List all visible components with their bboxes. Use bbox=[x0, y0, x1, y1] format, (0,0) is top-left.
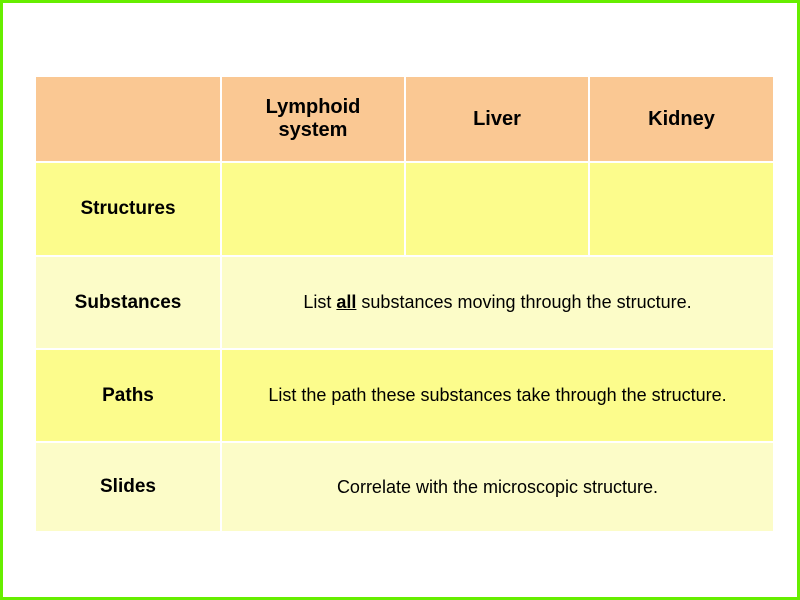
row-label-paths: Paths bbox=[36, 350, 222, 443]
table-header-row: Lymphoid system Liver Kidney bbox=[36, 77, 775, 163]
table-row-substances: Substances List all substances moving th… bbox=[36, 257, 775, 350]
column-header-kidney: Kidney bbox=[590, 77, 775, 163]
row-label-structures: Structures bbox=[36, 163, 222, 257]
paths-text: List the path these substances take thro… bbox=[268, 385, 727, 405]
table-row-structures: Structures bbox=[36, 163, 775, 257]
column-header-lymphoid-line2: system bbox=[278, 119, 348, 141]
column-header-lymphoid-system: Lymphoid system bbox=[222, 77, 406, 163]
substances-text-emphasis: all bbox=[336, 292, 357, 312]
substances-text-before: List bbox=[303, 292, 337, 312]
cell-structures-lymphoid-system[interactable] bbox=[222, 163, 406, 257]
cell-paths-instruction[interactable]: List the path these substances take thro… bbox=[222, 350, 775, 443]
row-label-substances: Substances bbox=[36, 257, 222, 350]
table-row-slides: Slides Correlate with the microscopic st… bbox=[36, 443, 775, 533]
substances-text-after: substances moving through the structure. bbox=[356, 292, 692, 312]
slides-text: Correlate with the microscopic structure… bbox=[336, 476, 659, 497]
column-header-lymphoid-line1: Lymphoid bbox=[265, 96, 361, 118]
cell-structures-liver[interactable] bbox=[406, 163, 590, 257]
cell-slides-instruction[interactable]: Correlate with the microscopic structure… bbox=[222, 443, 775, 533]
row-label-slides: Slides bbox=[36, 443, 222, 533]
column-header-liver: Liver bbox=[406, 77, 590, 163]
cell-substances-instruction[interactable]: List all substances moving through the s… bbox=[222, 257, 775, 350]
cell-structures-kidney[interactable] bbox=[590, 163, 775, 257]
table-corner-cell bbox=[36, 77, 222, 163]
table-row-paths: Paths List the path these substances tak… bbox=[36, 350, 775, 443]
worksheet-table: Lymphoid system Liver Kidney Structures … bbox=[36, 77, 775, 533]
